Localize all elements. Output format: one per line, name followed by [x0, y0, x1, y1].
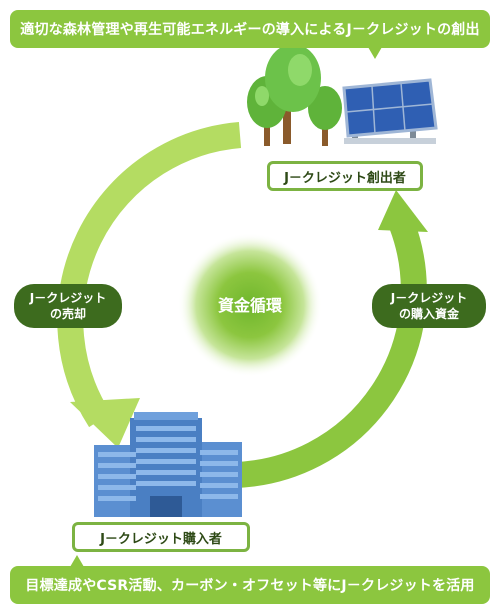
sell-arrow-arc	[57, 122, 242, 428]
credit-sale-line1: J－クレジット	[29, 291, 107, 305]
building-icon	[94, 412, 242, 517]
trees-icon	[247, 44, 342, 146]
sell-arrowhead	[70, 398, 140, 448]
solar-panel-icon	[342, 78, 438, 144]
fund-arrowhead	[378, 190, 428, 232]
credit-sale-label: J－クレジット の売却	[14, 284, 122, 328]
bottom-banner-text: 目標達成やCSR活動、カーボン・オフセット等にJ－クレジットを活用	[25, 578, 475, 594]
purchase-funds-label: J－クレジット の購入資金	[372, 284, 486, 328]
purchase-funds-line1: J－クレジット	[390, 291, 468, 305]
credit-creator-label: J－クレジット創出者	[267, 161, 423, 191]
purchase-funds-line2: の購入資金	[398, 307, 459, 321]
bottom-banner-pointer	[70, 555, 84, 567]
top-banner-text: 適切な森林管理や再生可能エネルギーの導入によるJ－クレジットの創出	[20, 22, 480, 38]
credit-buyer-label: J－クレジット購入者	[72, 522, 250, 552]
fund-circulation-label: 資金循環	[217, 296, 282, 315]
credit-sale-line2: の売却	[49, 307, 86, 321]
top-banner-pointer	[368, 47, 382, 59]
bottom-banner: 目標達成やCSR活動、カーボン・オフセット等にJ－クレジットを活用	[10, 555, 490, 604]
center-glow	[178, 233, 322, 377]
fund-arrow-arc	[234, 220, 427, 488]
top-banner: 適切な森林管理や再生可能エネルギーの導入によるJ－クレジットの創出	[10, 10, 490, 59]
